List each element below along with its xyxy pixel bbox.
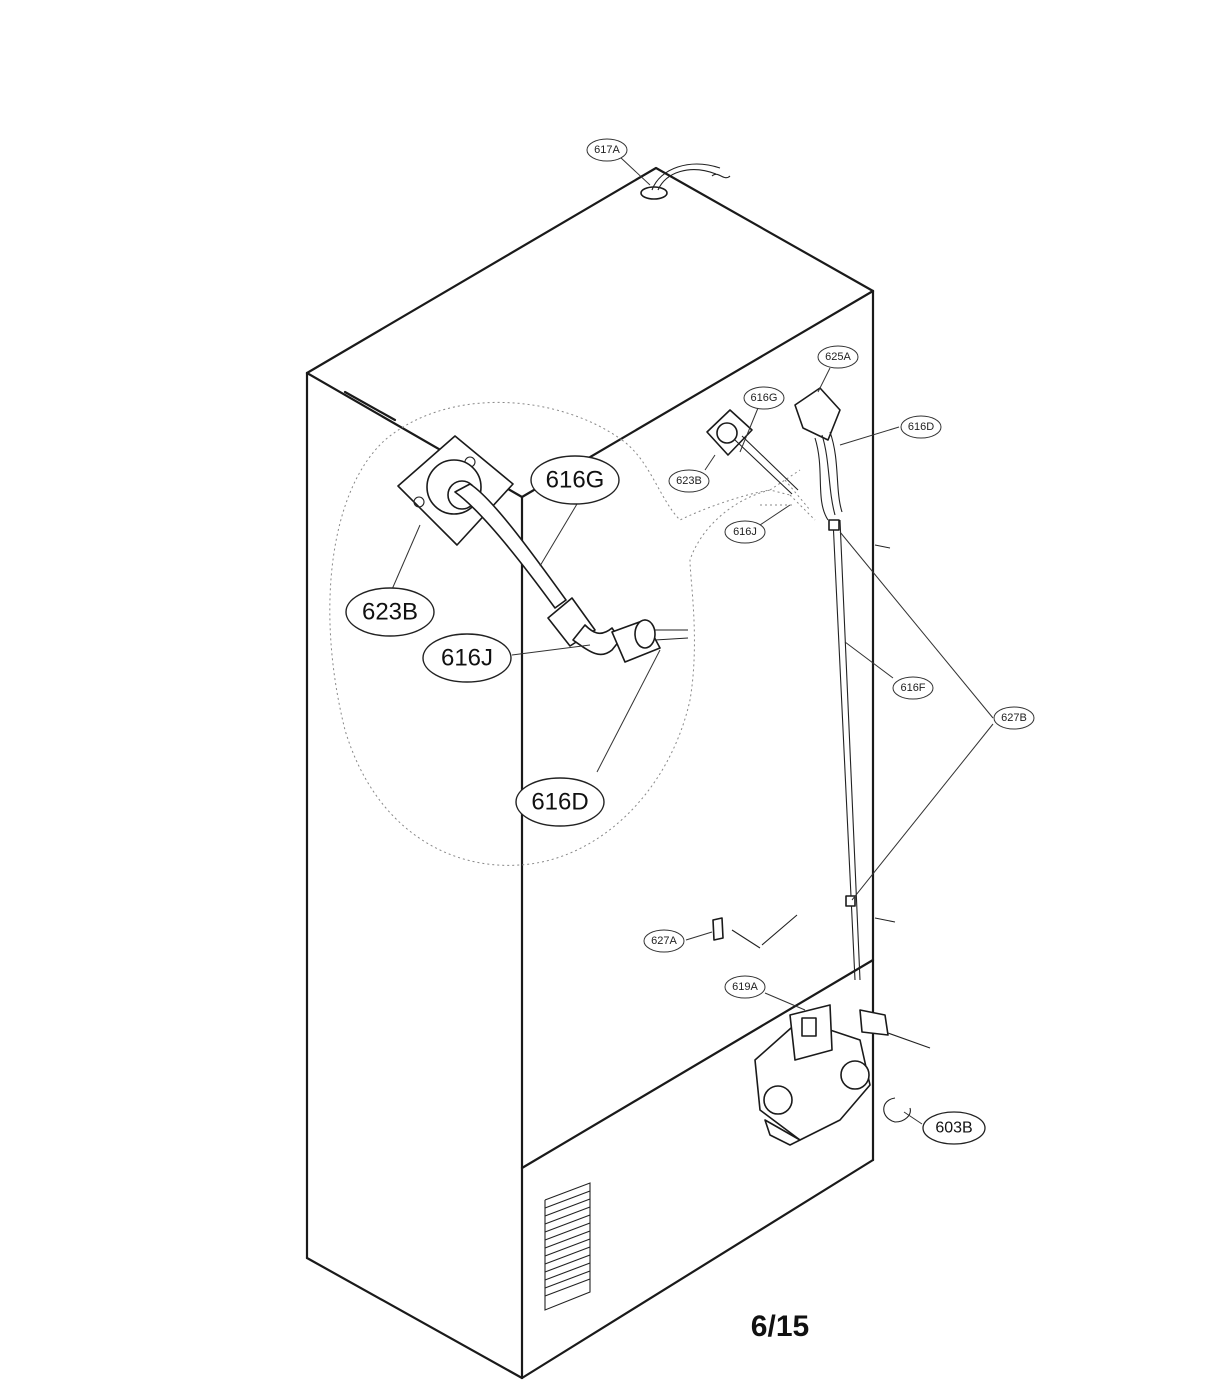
svg-text:616J: 616J (733, 526, 757, 538)
callout-627A: 627A (643, 929, 685, 953)
callout-616G-small: 616G (743, 386, 785, 410)
svg-text:627A: 627A (651, 935, 677, 947)
callout-625A: 625A (817, 345, 859, 369)
page-number: 6/15 (751, 1310, 809, 1343)
callout-616J-large: 616J (422, 633, 512, 683)
svg-text:625A: 625A (825, 351, 851, 363)
detail-tube-616G (454, 483, 567, 609)
svg-text:616D: 616D (908, 421, 934, 433)
water-tube-616F (828, 519, 861, 981)
clip-603B (883, 1097, 911, 1123)
callout-619A: 619A (724, 975, 766, 999)
callout-616G-large: 616G (530, 455, 620, 505)
water-inlet-line-617A (640, 163, 731, 200)
svg-text:619A: 619A (732, 981, 758, 993)
callout-627B: 627B (993, 706, 1035, 730)
detail-fitting-616D (611, 619, 689, 663)
tube-clamps (712, 544, 896, 949)
svg-text:623B: 623B (362, 599, 418, 626)
vent-grille (544, 1182, 591, 1311)
svg-text:616G: 616G (546, 467, 605, 494)
svg-text:616F: 616F (900, 682, 925, 694)
svg-text:617A: 617A (594, 144, 620, 156)
leader-lines (389, 156, 994, 1125)
svg-text:616J: 616J (441, 645, 493, 672)
callout-623B-large: 623B (345, 587, 435, 637)
svg-text:616G: 616G (751, 392, 778, 404)
svg-text:603B: 603B (935, 1120, 972, 1137)
callout-623B-small: 623B (668, 469, 710, 493)
water-valve-619A (754, 1004, 931, 1146)
callout-616D-small: 616D (900, 415, 942, 439)
callout-616D-large: 616D (515, 777, 605, 827)
svg-text:623B: 623B (676, 475, 702, 487)
ice-maker-tube-bracket (706, 409, 799, 495)
callout-616J-small: 616J (724, 520, 766, 544)
callout-616F: 616F (892, 676, 934, 700)
valve-module-625A (794, 387, 843, 521)
callout-603B: 603B (922, 1111, 986, 1145)
svg-text:616D: 616D (531, 789, 588, 816)
callout-617A: 617A (586, 138, 628, 162)
svg-text:627B: 627B (1001, 712, 1027, 724)
detail-magnifier (329, 401, 816, 866)
